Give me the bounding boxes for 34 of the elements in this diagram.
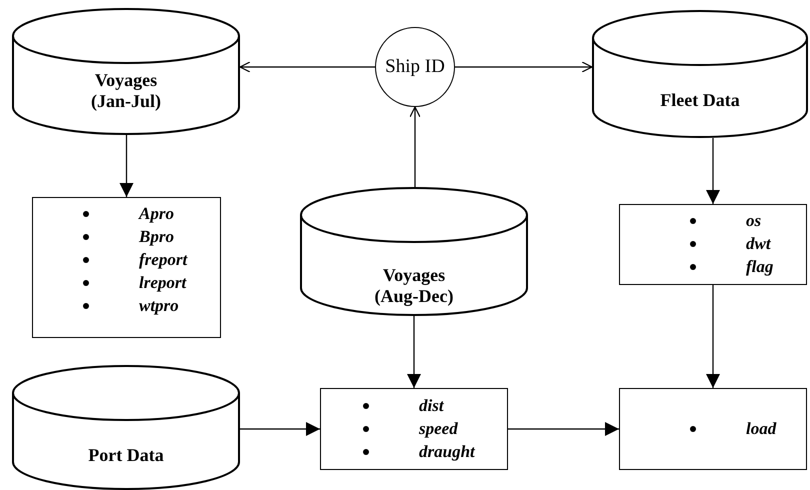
list-item: dwt xyxy=(668,232,774,255)
list-item: dist xyxy=(341,394,475,417)
arrow xyxy=(120,135,134,197)
list-item: speed xyxy=(341,417,475,440)
list-item: flag xyxy=(668,255,774,278)
arrow xyxy=(240,422,320,436)
list-item: freport xyxy=(61,248,188,271)
database-label: Voyages (Jan-Jul) xyxy=(90,70,162,112)
arrow xyxy=(239,61,375,73)
arrow xyxy=(706,138,720,204)
database-cylinder xyxy=(12,8,240,135)
arrow xyxy=(508,422,619,436)
arrow xyxy=(706,285,720,388)
circle-label: Ship ID xyxy=(385,56,445,77)
arrow xyxy=(407,316,421,388)
list-item: wtpro xyxy=(61,294,188,317)
list-item: os xyxy=(668,209,774,232)
database-label: Port Data xyxy=(88,445,164,466)
database-cylinder xyxy=(300,187,528,316)
database-cylinder xyxy=(592,10,808,138)
attribute-list-box xyxy=(619,388,807,470)
arrow xyxy=(409,106,421,187)
database-label: Voyages (Aug-Dec) xyxy=(374,265,454,307)
list-item: Bpro xyxy=(61,225,188,248)
list-item: load xyxy=(668,417,776,440)
database-label: Fleet Data xyxy=(660,90,740,111)
attribute-list-box xyxy=(32,197,221,338)
list-item: lreport xyxy=(61,271,188,294)
list-item: draught xyxy=(341,440,475,463)
arrow xyxy=(455,61,593,73)
list-item: Apro xyxy=(61,202,188,225)
database-cylinder xyxy=(12,365,240,490)
attribute-list-box xyxy=(320,388,508,470)
attribute-list-box xyxy=(619,204,807,285)
